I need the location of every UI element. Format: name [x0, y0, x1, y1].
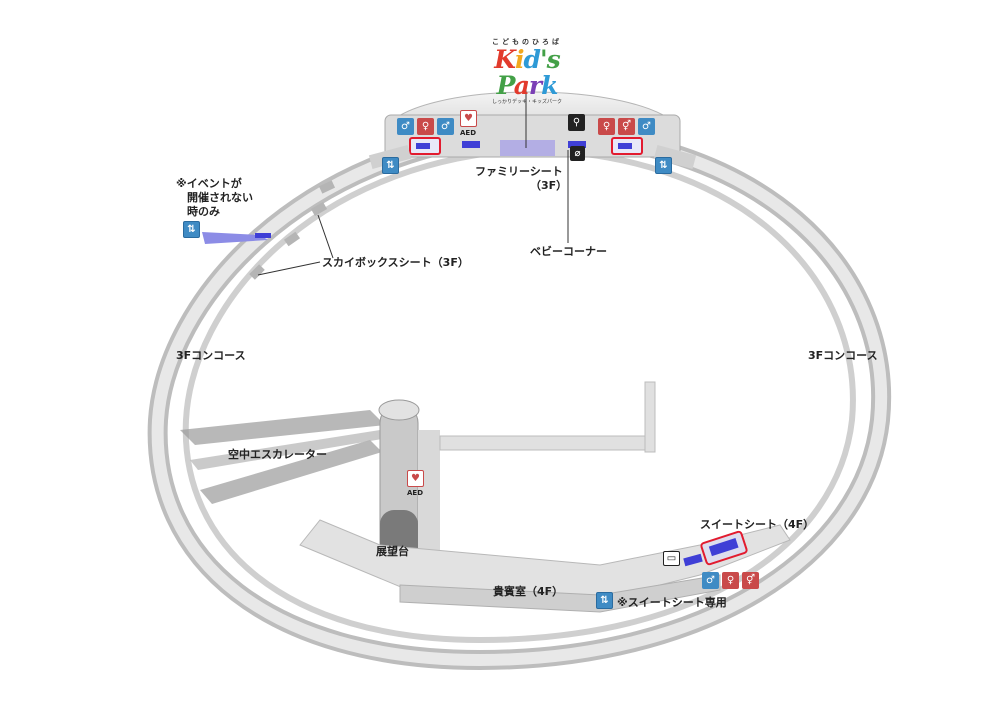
family-seat-right-block — [568, 141, 586, 148]
male-restroom-icon: ♂ — [397, 118, 414, 135]
female-restroom-icon: ♀ — [598, 118, 615, 135]
skybox-leader-2 — [257, 261, 321, 276]
event-note-line-1: ※イベントが — [176, 177, 242, 190]
elevator-icon: ⇅ — [655, 157, 672, 174]
sky-escalator-mid — [190, 430, 388, 470]
seat-fill-left — [416, 143, 430, 149]
female-restroom-icon: ♀ — [722, 572, 739, 589]
kids-park-kana: こどものひろば — [492, 38, 562, 46]
tower-column — [418, 430, 440, 560]
skybox-walkway-end — [255, 233, 271, 238]
bridge-vertical — [644, 381, 656, 453]
logo-letter-p: P — [496, 71, 515, 100]
logo-letter-d: d — [523, 45, 542, 74]
aed-heart-icon: ♥ — [460, 110, 477, 127]
skybox-box-3 — [249, 264, 265, 280]
skybox-leader-1 — [317, 214, 334, 259]
male-restroom-icon: ♂ — [437, 118, 454, 135]
bridge-walkway — [439, 435, 656, 451]
kids-park-wordmark: Kid's Park — [472, 47, 582, 99]
logo-letter-r: r — [528, 71, 542, 100]
seat-fill-right — [618, 143, 632, 149]
inner-concourse-ring — [182, 146, 856, 644]
female-restroom-icon: ♀ — [417, 118, 434, 135]
elevator-icon: ⇅ — [183, 221, 200, 238]
family-seat-label: ファミリーシート — [475, 165, 563, 178]
aed-label-mid: AED — [407, 489, 424, 497]
logo-letter-k2: k — [541, 71, 558, 100]
observation-tower-label: 展望台 — [376, 545, 409, 558]
smoking-area-icon: ▭ — [663, 551, 680, 566]
male-restroom-icon: ♂ — [702, 572, 719, 589]
logo-letter-s: 's — [539, 45, 561, 74]
suite-blue-block — [683, 553, 703, 567]
logo-letter-k: K — [494, 45, 516, 74]
event-note-line-2: 開催されない — [187, 191, 253, 204]
sky-escalator-upper — [180, 410, 385, 445]
concourse-left-label: 3Fコンコース — [176, 349, 246, 362]
skybox-box-1 — [310, 202, 328, 216]
accessible-restroom-icon: ⚥ — [618, 118, 635, 135]
skybox-box-2 — [283, 231, 301, 247]
skybox-box-4 — [318, 180, 336, 194]
male-restroom-icon: ♂ — [638, 118, 655, 135]
suite-seat-label: スイートシート（4F） — [700, 518, 815, 531]
aed-label-top: AED — [460, 129, 477, 137]
logo-letter-a: a — [513, 71, 530, 100]
skybox-walkway — [202, 232, 268, 244]
baby-corner-label: ベビーコーナー — [530, 245, 607, 258]
aed-heart-icon: ♥ — [407, 470, 424, 487]
family-seat-floor: （3F） — [530, 179, 568, 192]
nursing-room-icon: ⚲ — [568, 114, 585, 131]
observation-tower-top — [378, 399, 420, 421]
sky-escalator-label: 空中エスカレーター — [228, 448, 327, 461]
event-note-line-3: 時のみ — [187, 205, 220, 218]
outer-concourse-ring-top — [151, 125, 888, 667]
kids-park-logo: こどものひろば Kid's Park しっかりデッキ・キッズパーク — [472, 38, 582, 105]
family-seat-left-block — [462, 141, 480, 148]
family-seat-area — [500, 140, 555, 156]
suite-note-label: ※スイートシート専用 — [617, 596, 727, 609]
accessible-restroom-icon: ⚥ — [742, 572, 759, 589]
logo-letter-i: i — [515, 45, 524, 74]
concourse-right-label: 3Fコンコース — [808, 349, 878, 362]
elevator-icon: ⇅ — [382, 157, 399, 174]
suite-seat-fill — [708, 537, 739, 557]
baby-bottle-icon: ⌀ — [570, 146, 585, 161]
vip-room-label: 貴賓室（4F） — [493, 585, 564, 598]
kids-park-subtitle: しっかりデッキ・キッズパーク — [491, 99, 562, 105]
skybox-seat-label: スカイボックスシート（3F） — [322, 256, 469, 269]
elevator-icon: ⇅ — [596, 592, 613, 609]
sky-escalator-lower — [200, 440, 382, 504]
right-top-connector — [653, 145, 697, 169]
